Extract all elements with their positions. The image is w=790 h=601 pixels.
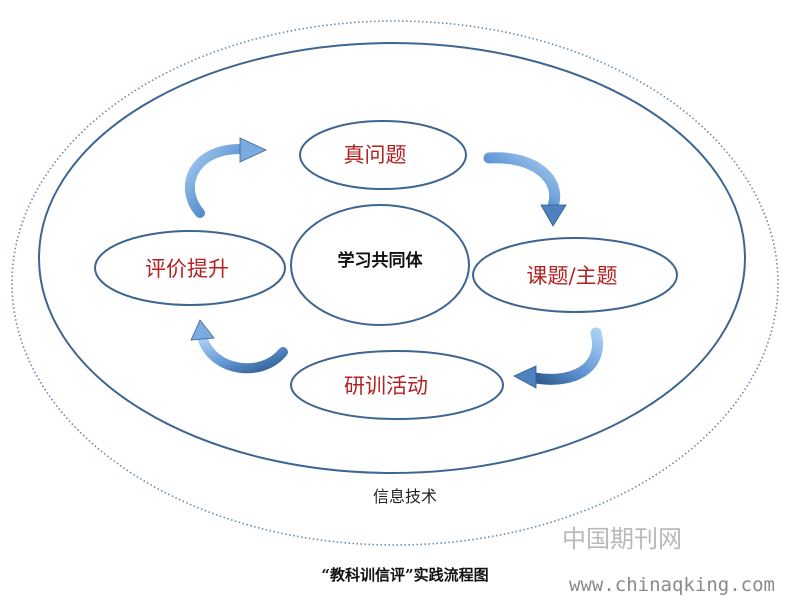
arrow-left-to-top-icon	[185, 143, 247, 218]
arrow-top-to-right-icon	[483, 152, 561, 212]
node-right-label: 课题/主题	[526, 264, 617, 288]
arrow-left-to-top-head-icon	[239, 137, 267, 163]
arrow-right-to-bottom-icon	[529, 327, 603, 385]
center-circle	[290, 204, 470, 326]
node-right-ellipse	[472, 237, 678, 313]
node-left-ellipse	[94, 230, 286, 306]
arrow-bottom-to-left-icon	[198, 335, 288, 374]
node-bottom-label: 研训活动	[344, 374, 428, 398]
watermark-site-name: 中国期刊网	[562, 525, 682, 553]
center-label: 学习共同体	[338, 250, 424, 271]
diagram-caption: “教科训信评”实践流程图	[321, 566, 488, 584]
arrow-bottom-to-left-head-icon	[190, 319, 215, 341]
node-bottom-ellipse	[290, 350, 504, 420]
node-top-ellipse	[299, 120, 467, 190]
arrow-right-to-bottom-head-icon	[513, 365, 537, 389]
outer-ring-label: 信息技术	[373, 487, 437, 506]
watermark-url: www.chinaqking.com	[569, 574, 775, 596]
cycle-arrows	[185, 137, 603, 389]
learning-community-ring	[38, 42, 746, 474]
arrow-top-to-right-head-icon	[540, 204, 567, 227]
node-left-label: 评价提升	[145, 257, 229, 281]
outer-dotted-ellipse	[11, 20, 779, 546]
node-top-label: 真问题	[344, 143, 407, 167]
